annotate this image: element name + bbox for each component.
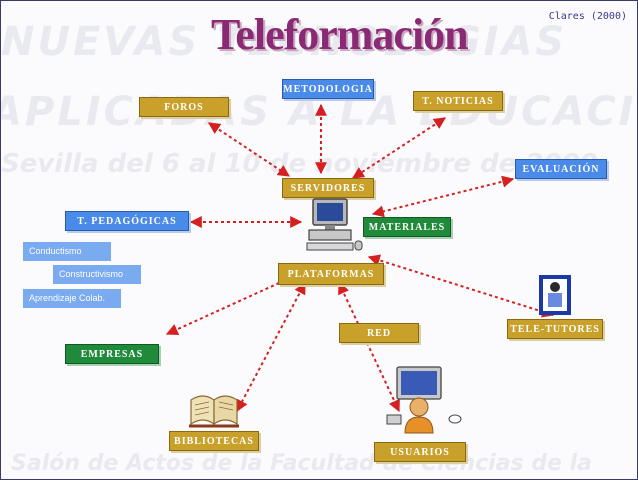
open-book-icon	[189, 395, 239, 428]
tutor-icon	[539, 275, 571, 315]
node-teletutores: TELE-TUTORES	[507, 319, 603, 339]
node-evaluacion: EVALUACIÓN	[515, 159, 607, 179]
credit-label: Clares (2000)	[548, 11, 627, 22]
node-pedagogicas: T. PEDAGÓGICAS	[65, 211, 189, 231]
node-metodologia: METODOLOGIA	[282, 79, 374, 99]
link-evaluacion-materiales	[371, 175, 515, 218]
node-empresas: EMPRESAS	[65, 344, 159, 364]
user-at-computer-icon	[386, 366, 462, 434]
link-noticias-servidores	[351, 117, 447, 179]
link-plataformas-bibliotecas	[236, 281, 306, 413]
link-foros-servidores	[207, 122, 291, 177]
node-servidores: SERVIDORES	[282, 178, 374, 198]
node-bibliotecas: BIBLIOTECAS	[169, 431, 259, 451]
node-plataformas: PLATAFORMAS	[278, 263, 384, 285]
pedagogy-item-aprendizaje-colab: Aprendizaje Colab.	[23, 289, 121, 308]
page-title: Teleformación	[211, 10, 469, 59]
node-noticias: T. NOTICIAS	[413, 91, 503, 111]
node-red: RED	[339, 323, 419, 343]
pedagogy-item-constructivismo: Constructivismo	[53, 265, 141, 284]
computer-icon	[306, 198, 363, 251]
node-usuarios: USUARIOS	[374, 442, 466, 462]
pedagogy-item-conductismo: Conductismo	[23, 242, 111, 261]
node-foros: FOROS	[139, 97, 229, 117]
link-plataformas-teletutores	[367, 254, 555, 318]
node-materiales: MATERIALES	[363, 217, 451, 237]
